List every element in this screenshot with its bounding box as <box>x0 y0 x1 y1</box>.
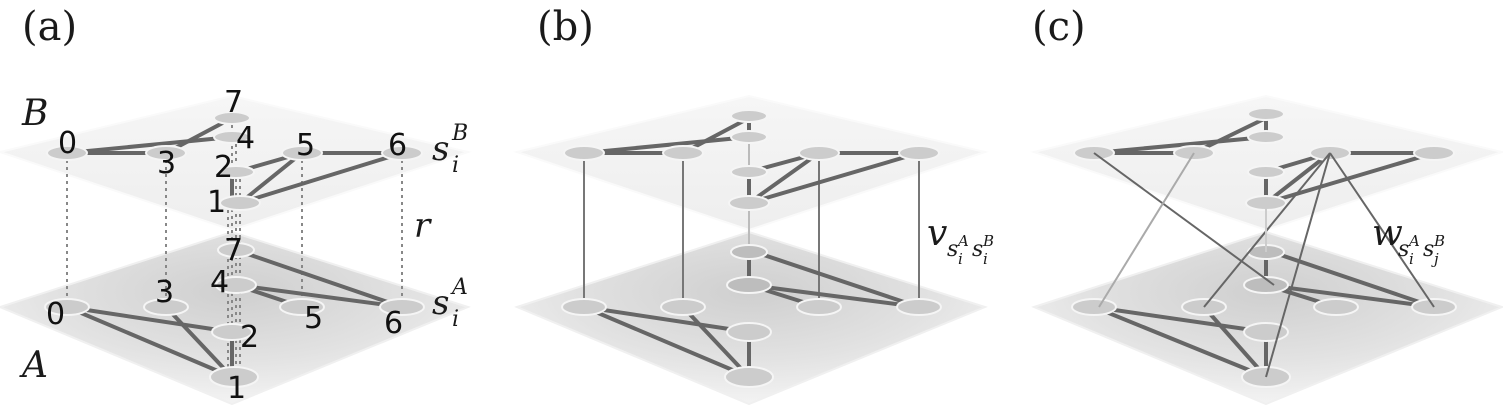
node-label-a-3: 3 <box>155 275 174 310</box>
node-label-a-6: 6 <box>384 306 403 341</box>
node-label-b-4: 4 <box>236 121 255 156</box>
panel-b-label: (b) <box>537 4 594 50</box>
svg-text:v: v <box>927 213 947 254</box>
svg-text:s: s <box>972 237 983 262</box>
svg-text:A: A <box>450 275 468 300</box>
node-label-b-7: 7 <box>224 85 243 120</box>
svg-text:s: s <box>432 283 449 323</box>
svg-text:s: s <box>432 129 449 169</box>
svg-text:i: i <box>452 153 459 178</box>
svg-text:s: s <box>947 237 958 262</box>
svg-text:A: A <box>1407 232 1420 250</box>
panel-a-label: (a) <box>22 4 77 50</box>
svg-text:w: w <box>1372 213 1403 254</box>
layer-b-nodes <box>563 109 940 211</box>
node-label-a-0: 0 <box>46 297 65 332</box>
layer-b-label: B <box>21 93 48 134</box>
panel-c-label: (c) <box>1032 4 1086 50</box>
panel-a: (a) <box>0 4 472 406</box>
layer-a-plane <box>0 230 471 406</box>
node-label-a-4: 4 <box>210 265 229 300</box>
svg-text:B: B <box>451 121 468 146</box>
node-label-b-5: 5 <box>296 128 315 163</box>
layer-a-nodes <box>44 242 425 388</box>
node-label-b-1: 1 <box>207 185 226 220</box>
interlayer-links-v <box>583 137 920 307</box>
svg-text:i: i <box>983 250 988 268</box>
annot-s-i-a: s i A <box>432 275 468 332</box>
svg-text:i: i <box>1409 250 1414 268</box>
annot-r: r <box>414 206 432 246</box>
node-label-b-3: 3 <box>157 146 176 181</box>
node-label-a-5: 5 <box>304 301 323 336</box>
svg-text:B: B <box>982 232 994 250</box>
svg-text:A: A <box>956 232 969 250</box>
svg-text:i: i <box>452 307 459 332</box>
layer-a-edges <box>1092 248 1436 379</box>
layer-b-plane <box>513 94 989 232</box>
svg-text:s: s <box>1398 237 1409 262</box>
node-label-b-6: 6 <box>388 128 407 163</box>
node-label-a-2: 2 <box>240 320 259 355</box>
svg-text:i: i <box>958 250 963 268</box>
node-label-b-0: 0 <box>58 126 77 161</box>
layer-b-plane <box>1030 94 1503 232</box>
panel-b: (b) <box>513 4 994 406</box>
layer-b-nodes <box>46 111 423 211</box>
node-label-b-2: 2 <box>214 150 233 185</box>
annot-s-i-b: s i B <box>432 121 468 178</box>
annot-w-interlink: w s i A s j B <box>1372 213 1445 268</box>
node-label-a-1: 1 <box>227 371 246 406</box>
layer-a-plane <box>1031 230 1503 406</box>
layer-a-label: A <box>19 345 48 386</box>
node-label-a-7: 7 <box>224 233 243 268</box>
svg-text:j: j <box>1431 250 1439 268</box>
layer-b-plane <box>0 94 472 232</box>
svg-text:B: B <box>1433 232 1445 250</box>
annot-v-interlink: v s i A s i B <box>927 213 994 268</box>
layer-a-nodes <box>561 244 942 388</box>
panel-c: (c) <box>1030 4 1503 406</box>
layer-a-nodes <box>1071 244 1457 388</box>
layer-a-plane <box>514 230 988 406</box>
interlayer-links-w <box>1093 152 1435 378</box>
svg-text:s: s <box>1423 237 1434 262</box>
